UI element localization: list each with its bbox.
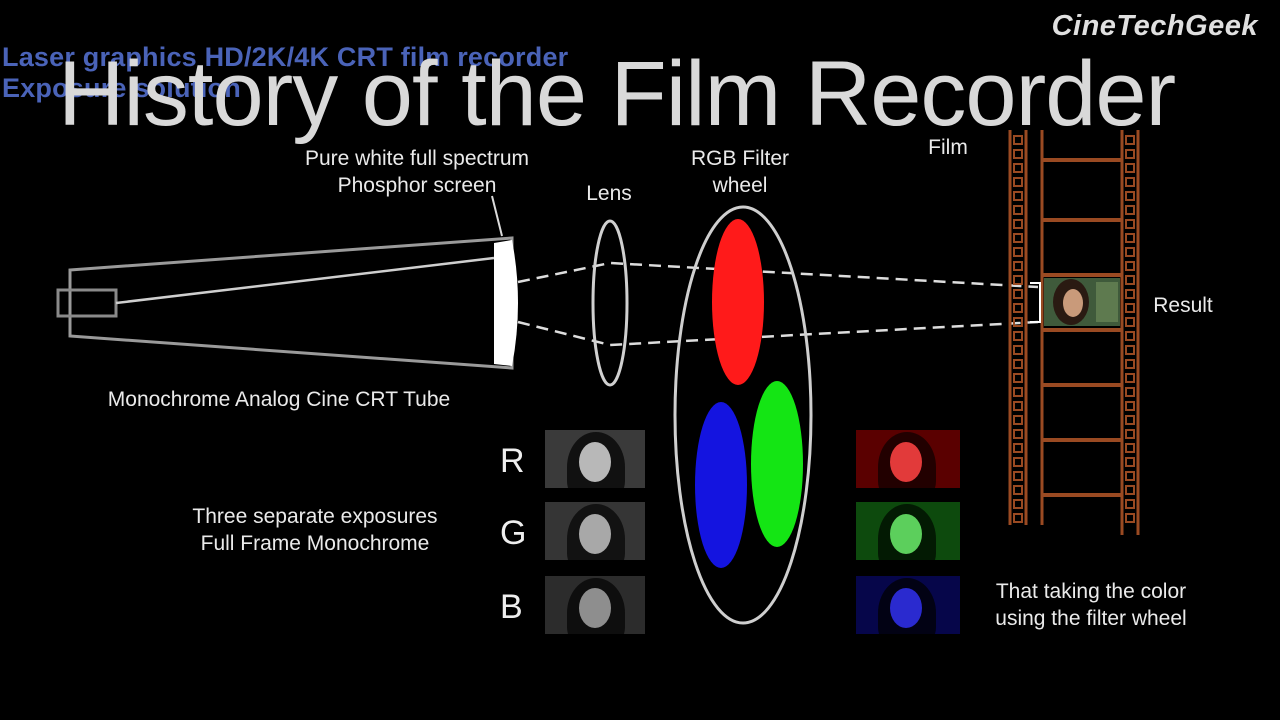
exposures-label: Three separate exposures Full Frame Mono… xyxy=(160,503,470,557)
film-sprocket-hole xyxy=(1125,149,1135,159)
filter-wheel-label: RGB Filter wheel xyxy=(680,145,800,199)
film-sprocket-hole xyxy=(1013,499,1023,509)
film-sprocket-hole xyxy=(1125,289,1135,299)
film-sprocket-hole xyxy=(1013,429,1023,439)
film-sprocket-hole xyxy=(1013,471,1023,481)
film-sprocket-hole xyxy=(1125,415,1135,425)
channel-letter-b: B xyxy=(500,588,523,626)
film-sprocket-hole xyxy=(1125,345,1135,355)
blue-filter xyxy=(695,402,747,568)
film-strip xyxy=(1008,130,1140,535)
film-sprocket-hole xyxy=(1125,387,1135,397)
phosphor-label-line-1: Pure white full spectrum xyxy=(304,147,530,170)
film-sprocket-hole xyxy=(1013,219,1023,229)
filter-note-line-2: using the filter wheel xyxy=(995,607,1187,630)
filter-note-label: That taking the color using the filter w… xyxy=(972,578,1210,632)
film-sprocket-hole xyxy=(1013,345,1023,355)
film-sprocket-hole xyxy=(1125,513,1135,523)
film-sprocket-hole xyxy=(1013,513,1023,523)
film-sprocket-hole xyxy=(1125,135,1135,145)
green-filter xyxy=(751,381,803,547)
filter-wheel-label-line-2: wheel xyxy=(712,174,768,197)
film-sprocket-hole xyxy=(1013,233,1023,243)
film-sprocket-hole xyxy=(1013,149,1023,159)
film-sprocket-hole xyxy=(1013,359,1023,369)
exposures-label-line-1: Three separate exposures xyxy=(192,505,438,528)
result-label: Result xyxy=(1153,294,1213,317)
film-sprocket-hole xyxy=(1125,401,1135,411)
crt-tube xyxy=(56,236,514,370)
film-sprocket-hole xyxy=(1125,499,1135,509)
film-sprocket-hole xyxy=(1125,457,1135,467)
background-title-line-2: Exposure solution xyxy=(2,73,241,103)
film-sprocket-hole xyxy=(1013,331,1023,341)
film-sprocket-hole xyxy=(1013,275,1023,285)
film-sprocket-hole xyxy=(1125,471,1135,481)
phosphor-label-line-2: Phosphor screen xyxy=(337,174,497,197)
red-filter xyxy=(712,219,764,385)
mono-exposure-image-b xyxy=(545,576,645,634)
brand-logo-text: CineTechGeek xyxy=(1051,10,1258,42)
film-label: Film xyxy=(928,136,968,159)
background-title-line-1: Laser graphics HD/2K/4K CRT film recorde… xyxy=(2,42,569,72)
film-sprocket-hole xyxy=(1013,387,1023,397)
film-sprocket-hole xyxy=(1125,261,1135,271)
film-sprocket-hole xyxy=(1013,289,1023,299)
film-sprocket-hole xyxy=(1125,177,1135,187)
film-sprocket-hole xyxy=(1013,485,1023,495)
channel-letter-g: G xyxy=(500,514,527,552)
film-sprocket-hole xyxy=(1125,317,1135,327)
filter-wheel-label-line-1: RGB Filter xyxy=(690,147,789,170)
film-sprocket-hole xyxy=(1125,485,1135,495)
film-sprocket-hole xyxy=(1013,191,1023,201)
film-sprocket-hole xyxy=(1125,233,1135,243)
film-sprocket-hole xyxy=(1125,247,1135,257)
page-title: History of the Film Recorder xyxy=(58,43,1176,145)
film-sprocket-hole xyxy=(1013,135,1023,145)
background-title-text: Laser graphics HD/2K/4K CRT film recorde… xyxy=(2,42,568,104)
light-beam xyxy=(517,261,1039,347)
film-sprocket-hole xyxy=(1013,415,1023,425)
phosphor-screen xyxy=(494,240,518,366)
film-sprocket-hole xyxy=(1013,177,1023,187)
film-sprocket-hole xyxy=(1125,373,1135,383)
blue-exposure-image xyxy=(856,576,960,634)
mono-exposure-image-r xyxy=(545,430,645,488)
film-sprocket-hole xyxy=(1125,219,1135,229)
rgb-filter-wheel xyxy=(673,205,813,625)
film-sprocket-hole xyxy=(1125,443,1135,453)
film-sprocket-hole xyxy=(1013,317,1023,327)
film-sprocket-hole xyxy=(1013,401,1023,411)
film-gate-marker xyxy=(1030,282,1041,323)
film-sprocket-hole xyxy=(1125,331,1135,341)
lens xyxy=(591,219,629,387)
channel-letter-r: R xyxy=(500,442,525,480)
result-frame-image xyxy=(1044,278,1120,326)
film-sprocket-hole xyxy=(1013,457,1023,467)
film-sprocket-hole xyxy=(1013,373,1023,383)
film-sprocket-hole xyxy=(1125,163,1135,173)
film-sprocket-hole xyxy=(1013,303,1023,313)
film-sprocket-hole xyxy=(1125,275,1135,285)
film-sprocket-hole xyxy=(1013,261,1023,271)
filter-note-line-1: That taking the color xyxy=(995,580,1187,603)
phosphor-screen-label: Pure white full spectrum Phosphor screen xyxy=(290,145,544,199)
exposures-label-line-2: Full Frame Monochrome xyxy=(200,532,430,555)
mono-exposure-image-g xyxy=(545,502,645,560)
film-sprocket-hole xyxy=(1125,429,1135,439)
film-sprocket-hole xyxy=(1125,191,1135,201)
film-sprocket-hole xyxy=(1125,359,1135,369)
film-sprocket-hole xyxy=(1013,205,1023,215)
red-exposure-image xyxy=(856,430,960,488)
film-sprocket-hole xyxy=(1125,303,1135,313)
green-exposure-image xyxy=(856,502,960,560)
film-sprocket-hole xyxy=(1013,163,1023,173)
film-sprocket-hole xyxy=(1013,443,1023,453)
phosphor-pointer-line xyxy=(491,195,503,237)
crt-tube-label: Monochrome Analog Cine CRT Tube xyxy=(107,388,451,411)
film-sprocket-hole xyxy=(1013,247,1023,257)
film-sprocket-hole xyxy=(1125,205,1135,215)
lens-label: Lens xyxy=(586,182,632,205)
